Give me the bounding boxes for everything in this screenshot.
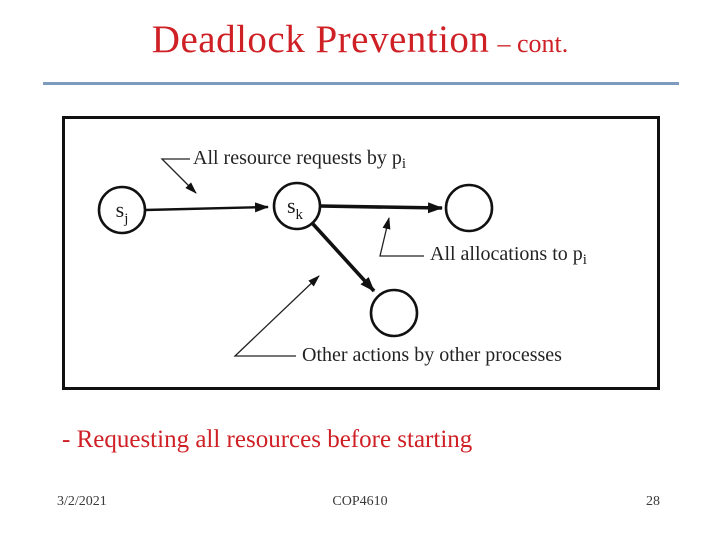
edge-sk-to-right-node <box>319 202 443 214</box>
node-bottom <box>369 288 419 338</box>
leader-allocations-arrow <box>379 217 424 257</box>
node-sk-label: sk <box>287 193 304 223</box>
title-text: Deadlock Prevention <box>151 18 490 61</box>
node-sk <box>272 181 322 231</box>
label-resource-requests: All resource requests by pi <box>193 147 406 172</box>
diagram-canvas: sj sk All resource requests by pi All al… <box>97 147 587 366</box>
title-suffix-text: – cont. <box>497 29 569 58</box>
label-other-actions: Other actions by other processes <box>302 344 562 366</box>
edge-sk-to-bottom-node <box>311 222 376 293</box>
node-sj-label: sj <box>116 197 129 227</box>
label-allocations: All allocations to pi <box>430 243 587 268</box>
footer-page-number: 28 <box>646 494 660 509</box>
footer-date: 3/2/2021 <box>57 494 107 509</box>
page-title: Deadlock Prevention– cont. <box>0 20 720 59</box>
bullet-text: - Requesting all resources before starti… <box>62 426 473 453</box>
footer-course: COP4610 <box>332 494 388 509</box>
node-right <box>444 183 494 233</box>
leader-other-actions-arrow <box>233 275 320 357</box>
leader-requests-arrow <box>160 158 197 194</box>
title-divider <box>43 82 679 85</box>
state-transition-diagram: sj sk All resource requests by pi All al… <box>62 116 660 390</box>
edge-sj-to-sk <box>144 202 269 213</box>
node-sj <box>97 185 147 235</box>
